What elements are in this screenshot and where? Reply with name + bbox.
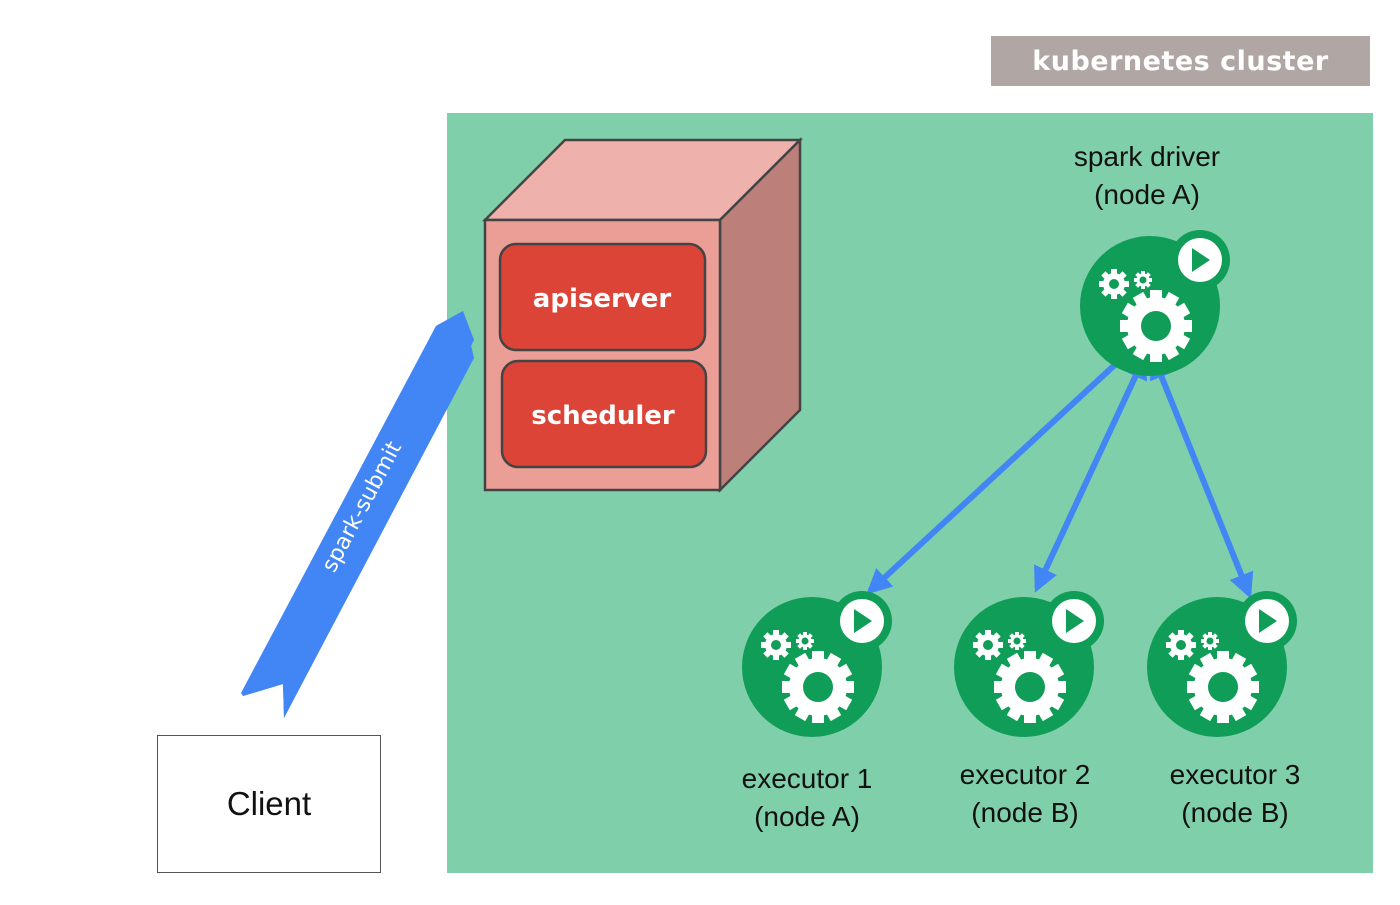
executor-2-label: executor 2 (node B) [905,756,1145,832]
cluster-label-text: kubernetes cluster [1032,45,1329,77]
driver-title: spark driver [1073,141,1221,172]
client-label: Client [226,785,312,822]
cluster-label: kubernetes cluster [991,36,1370,86]
arrow-driver-executor3 [1149,353,1254,599]
executor-1-label: executor 1 (node A) [687,760,927,836]
scheduler-label: scheduler [531,401,675,431]
executor-node: (node A) [754,801,860,832]
arrow-driver-executor2 [1034,353,1147,593]
executor-2-pod-icon[interactable] [954,591,1104,737]
executor-3-label: executor 3 (node B) [1115,756,1355,832]
executor-title: executor 3 [1169,759,1301,790]
spark-submit-arrow: spark-submit [241,311,474,718]
apiserver-box[interactable] [498,242,707,352]
executor-node: (node B) [1181,797,1289,828]
executor-3-pod-icon[interactable] [1147,591,1297,737]
client-box[interactable]: Client [157,735,381,873]
spark-driver-label: spark driver (node A) [1027,138,1267,214]
executor-node: (node B) [971,797,1079,828]
scheduler-box[interactable] [500,359,708,469]
executor-title: executor 2 [959,759,1091,790]
spark-driver-pod-icon[interactable] [1080,230,1230,376]
apiserver-label: apiserver [533,284,672,314]
executor-1-pod-icon[interactable] [742,591,892,737]
driver-node: (node A) [1094,179,1200,210]
executor-title: executor 1 [741,763,873,794]
